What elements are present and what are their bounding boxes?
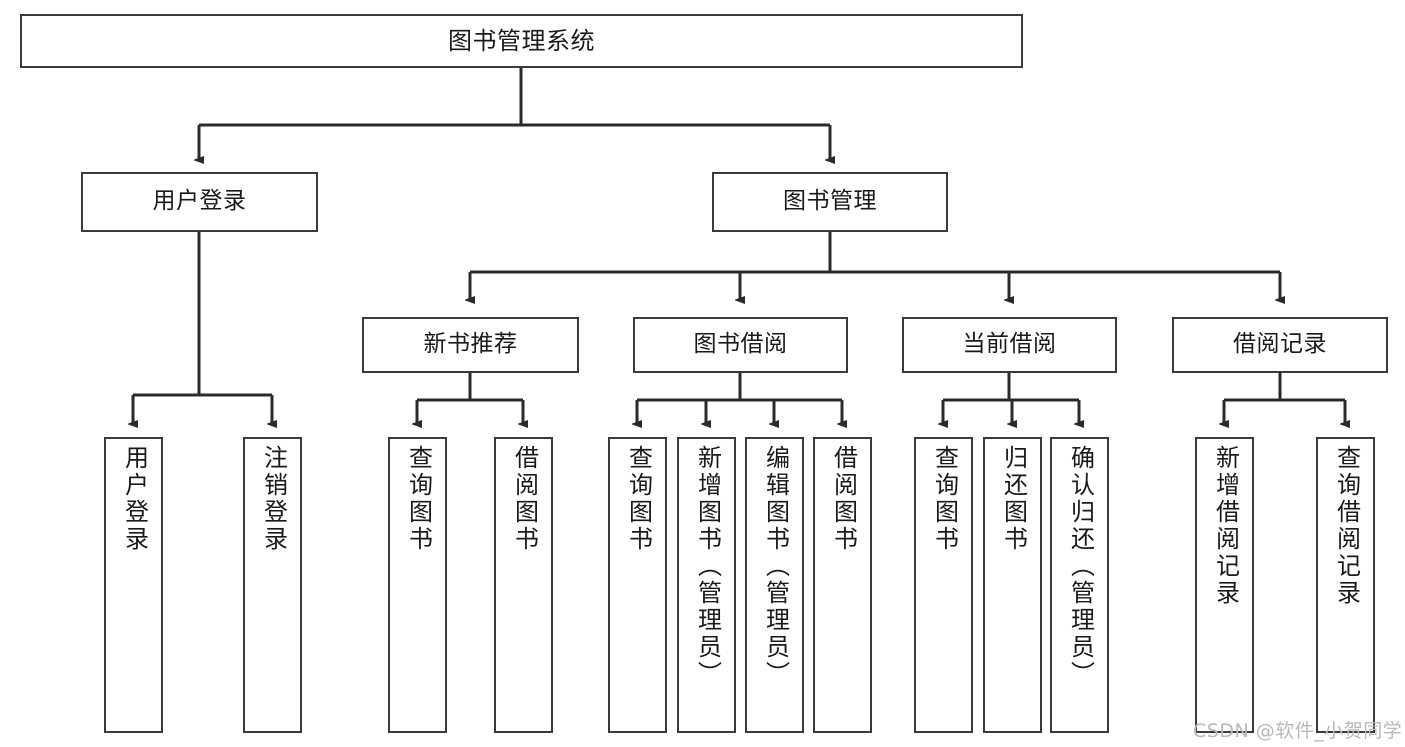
node-user-login[interactable]: 用户登录 (81, 172, 318, 232)
node-label: 新书推荐 (423, 331, 518, 358)
node-borrow-records[interactable]: 借阅记录 (1172, 317, 1388, 373)
leaf-borrow-books-recommend[interactable]: 借阅图书 (494, 437, 553, 733)
node-label: 查询借阅记录 (1332, 445, 1361, 607)
node-label: 查询图书 (404, 445, 433, 553)
node-label: 借阅记录 (1233, 331, 1327, 358)
leaf-add-borrow-record[interactable]: 新增借阅记录 (1195, 437, 1254, 733)
watermark-text: CSDN @软件_小贺同学 (1193, 720, 1403, 742)
node-current-borrowing[interactable]: 当前借阅 (902, 317, 1117, 373)
node-label: 当前借阅 (962, 331, 1057, 358)
node-label: 借阅图书 (829, 445, 858, 553)
node-root-book-management-system[interactable]: 图书管理系统 (20, 14, 1023, 68)
node-label: 新增图书（管理员） (693, 445, 722, 688)
node-label: 图书管理系统 (448, 26, 595, 55)
leaf-add-book-admin[interactable]: 新增图书（管理员） (677, 437, 736, 733)
leaf-user-login[interactable]: 用户登录 (104, 437, 163, 733)
node-label: 用户登录 (152, 188, 247, 215)
leaf-edit-book-admin[interactable]: 编辑图书（管理员） (745, 437, 804, 733)
node-label: 归还图书 (999, 445, 1028, 553)
leaf-query-borrow-record[interactable]: 查询借阅记录 (1316, 437, 1375, 733)
node-label: 编辑图书（管理员） (761, 445, 790, 688)
node-book-management[interactable]: 图书管理 (712, 172, 948, 232)
leaf-query-books-current[interactable]: 查询图书 (914, 437, 973, 733)
leaf-logout[interactable]: 注销登录 (243, 437, 302, 733)
node-label: 确认归还（管理员） (1066, 445, 1095, 688)
leaf-borrow-books[interactable]: 借阅图书 (813, 437, 872, 733)
node-label: 注销登录 (259, 445, 288, 553)
node-label: 新增借阅记录 (1211, 445, 1240, 607)
leaf-query-books-borrow[interactable]: 查询图书 (608, 437, 667, 733)
node-label: 借阅图书 (510, 445, 539, 553)
node-book-borrowing[interactable]: 图书借阅 (633, 317, 848, 373)
node-label: 用户登录 (120, 445, 149, 553)
node-label: 图书管理 (783, 188, 877, 215)
node-label: 查询图书 (930, 445, 959, 553)
leaf-return-books[interactable]: 归还图书 (983, 437, 1042, 733)
node-new-book-recommendation[interactable]: 新书推荐 (362, 317, 579, 373)
leaf-query-books-recommend[interactable]: 查询图书 (388, 437, 447, 733)
leaf-confirm-return-admin[interactable]: 确认归还（管理员） (1050, 437, 1109, 733)
node-label: 图书借阅 (693, 331, 788, 358)
node-label: 查询图书 (624, 445, 653, 553)
